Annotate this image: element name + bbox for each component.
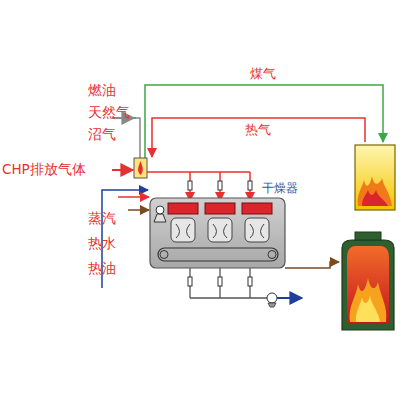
chp-arrow <box>112 169 133 171</box>
hot-gas-label: 热气 <box>245 123 271 137</box>
gas-line <box>145 85 383 158</box>
medium-label: 热油 <box>88 261 116 276</box>
dryer-body <box>150 198 285 268</box>
medium-label: 热水 <box>88 236 116 251</box>
medium-label: 蒸汽 <box>88 211 116 226</box>
fan <box>154 206 166 222</box>
dryer-box: 干燥器 <box>150 198 285 268</box>
damper <box>188 277 252 286</box>
fuel-label: 燃油 <box>88 83 116 98</box>
steam-inlet <box>128 209 149 211</box>
furnace-top <box>355 145 395 210</box>
damper <box>188 181 252 190</box>
burner <box>134 158 147 178</box>
dryer-label: 干燥器 <box>262 182 397 195</box>
fuel-label: 天然气 <box>88 105 130 120</box>
exhaust-gas-label: CHP排放气体 <box>2 162 86 177</box>
exhaust-arrow <box>277 297 302 299</box>
gas-label: 煤气 <box>250 67 276 81</box>
fuel-line <box>136 118 140 158</box>
hot-gas-line <box>152 118 365 157</box>
product-line <box>285 262 339 268</box>
furnace-bottom <box>342 232 394 330</box>
fuel-label: 沼气 <box>88 127 116 142</box>
exhaust-fan <box>267 293 277 307</box>
exhaust-line <box>190 268 267 298</box>
heat-supply-line <box>147 171 250 173</box>
